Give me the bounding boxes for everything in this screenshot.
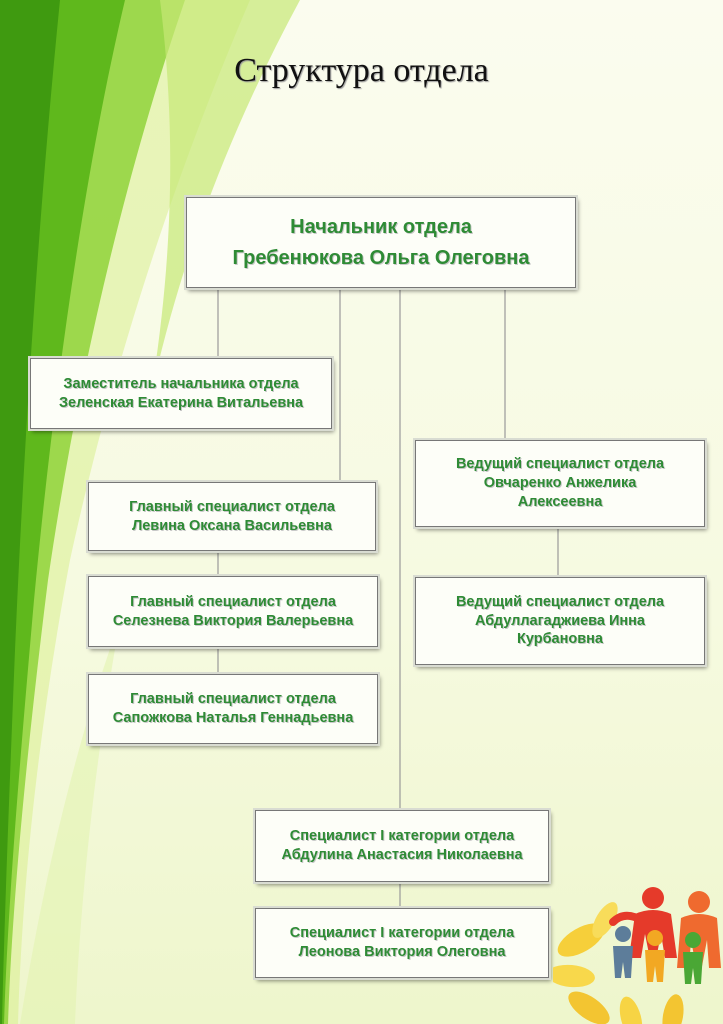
chief-1-position: Главный специалист отдела	[129, 498, 335, 515]
chief-1-name: Левина Оксана Васильевна	[132, 517, 332, 534]
lead-2-position: Ведущий специалист отдела	[455, 593, 665, 610]
spec-2-name: Леонова Виктория Олеговна	[298, 944, 506, 960]
lead-1-position: Ведущий специалист отдела	[455, 456, 665, 473]
box-lead-1: Ведущий специалист отдела Овчаренко Анже…	[415, 440, 705, 527]
spec-1-position: Специалист I категории отдела	[289, 828, 515, 845]
head-name: Гребенюкова Ольга Олеговна	[232, 246, 530, 269]
spec-1-name: Абдулина Анастасия Николаевна	[281, 847, 523, 863]
box-deputy: Заместитель начальника отдела Зеленская …	[30, 358, 332, 429]
chief-2-position: Главный специалист отдела	[130, 593, 336, 610]
lead-2-name: Абдуллагаджиева Инна	[475, 612, 645, 629]
box-chief-2: Главный специалист отдела Селезнева Викт…	[88, 576, 378, 647]
family-figures	[609, 887, 721, 984]
chief-3-name: Сапожкова Наталья Геннадьевна	[112, 710, 354, 726]
box-lead-2: Ведущий специалист отдела Абдуллагаджиев…	[415, 577, 705, 665]
box-chief-3: Главный специалист отдела Сапожкова Ната…	[88, 674, 378, 744]
box-head: Начальник отдела Гребенюкова Ольга Олего…	[186, 197, 576, 288]
sun-petals	[553, 902, 684, 1024]
deputy-position: Заместитель начальника отдела	[63, 375, 299, 392]
lead-2-patronymic: Курбановна	[517, 631, 603, 648]
chief-2-name: Селезнева Виктория Валерьевна	[112, 612, 354, 629]
box-spec-2: Специалист I категории отдела Леонова Ви…	[255, 908, 549, 978]
box-spec-1: Специалист I категории отдела Абдулина А…	[255, 810, 549, 882]
page-title: Структура отдела	[234, 52, 489, 89]
chief-3-position: Главный специалист отдела	[130, 691, 336, 708]
box-chief-1: Главный специалист отдела Левина Оксана …	[88, 482, 376, 551]
family-logo-icon	[553, 887, 721, 1024]
head-position: Начальник отдела	[290, 215, 472, 238]
lead-1-patronymic: Алексеевна	[517, 493, 603, 510]
lead-1-name: Овчаренко Анжелика	[483, 475, 637, 492]
spec-2-position: Специалист I категории отдела	[289, 925, 515, 942]
deputy-name: Зеленская Екатерина Витальевна	[58, 394, 304, 411]
